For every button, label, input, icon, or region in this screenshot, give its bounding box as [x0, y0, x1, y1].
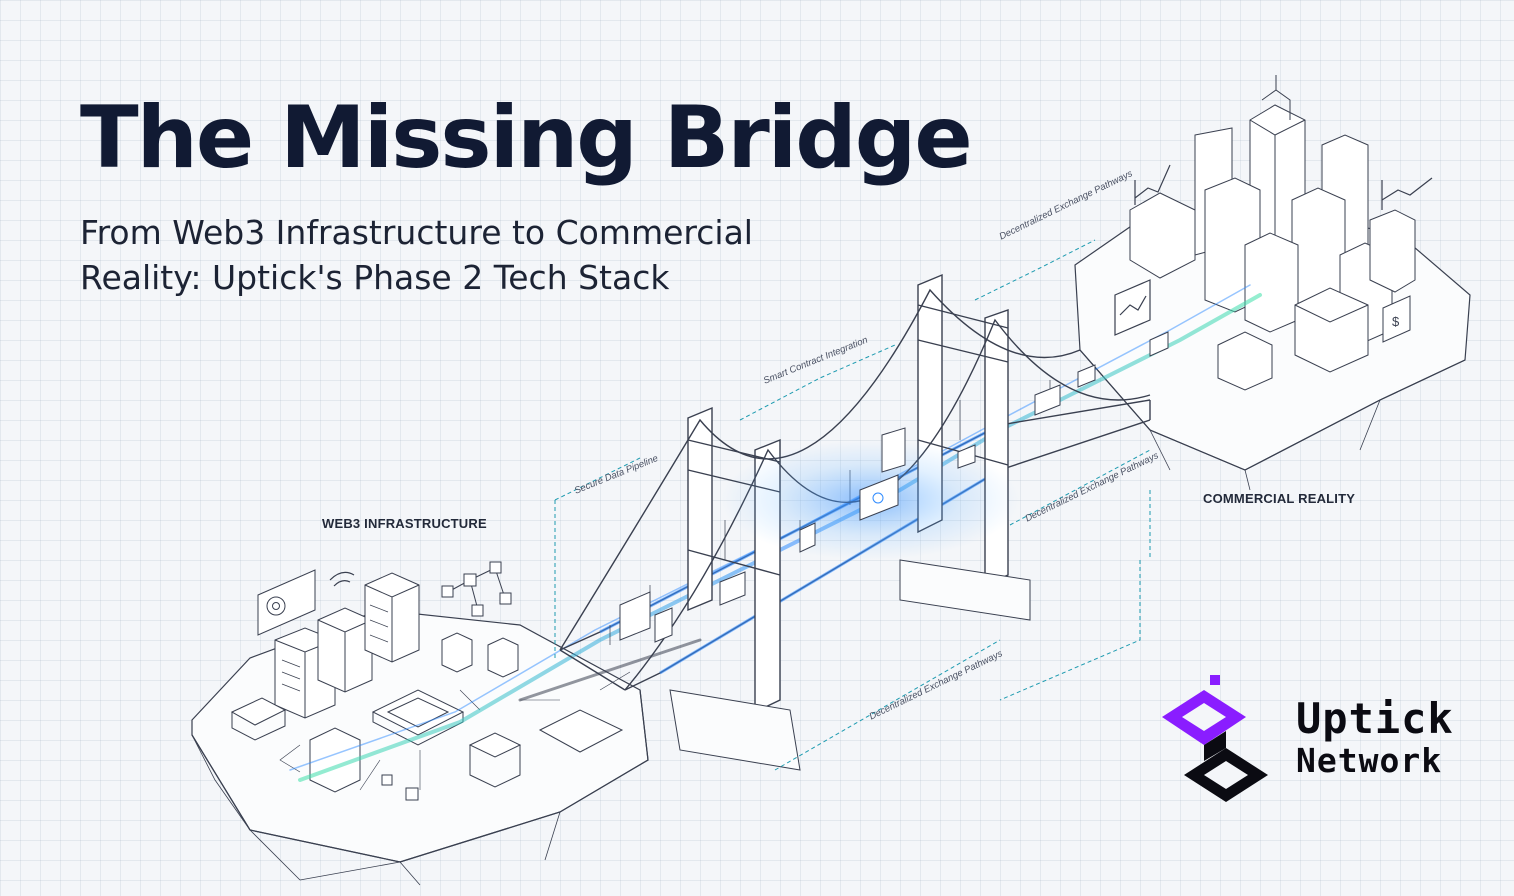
page-title: The Missing Bridge — [80, 88, 973, 188]
pathway-leaders — [554, 239, 1151, 771]
brand-name-line2: Network — [1296, 741, 1443, 780]
building-icon — [1129, 75, 1416, 343]
region-label-commercial: COMMERCIAL REALITY — [1203, 491, 1356, 506]
wifi-icon — [329, 571, 355, 587]
shop-icon — [1217, 287, 1369, 391]
server-icon — [274, 572, 420, 719]
region-label-web3: WEB3 INFRASTRUCTURE — [322, 516, 487, 531]
cube-icon — [309, 632, 522, 801]
network-icon — [441, 561, 512, 617]
uptick-logo-icon — [1162, 675, 1268, 802]
page-subtitle: From Web3 Infrastructure to Commercial R… — [80, 213, 753, 297]
brand-name-line1: Uptick — [1296, 694, 1454, 743]
circuit-lines — [279, 671, 631, 791]
svg-text:$: $ — [1392, 314, 1400, 329]
chart-icon — [1114, 164, 1433, 336]
dollar-icon: $ — [1382, 295, 1411, 343]
chip-icon — [230, 689, 624, 753]
document-icon — [619, 331, 1169, 643]
gear-icon — [257, 569, 316, 636]
